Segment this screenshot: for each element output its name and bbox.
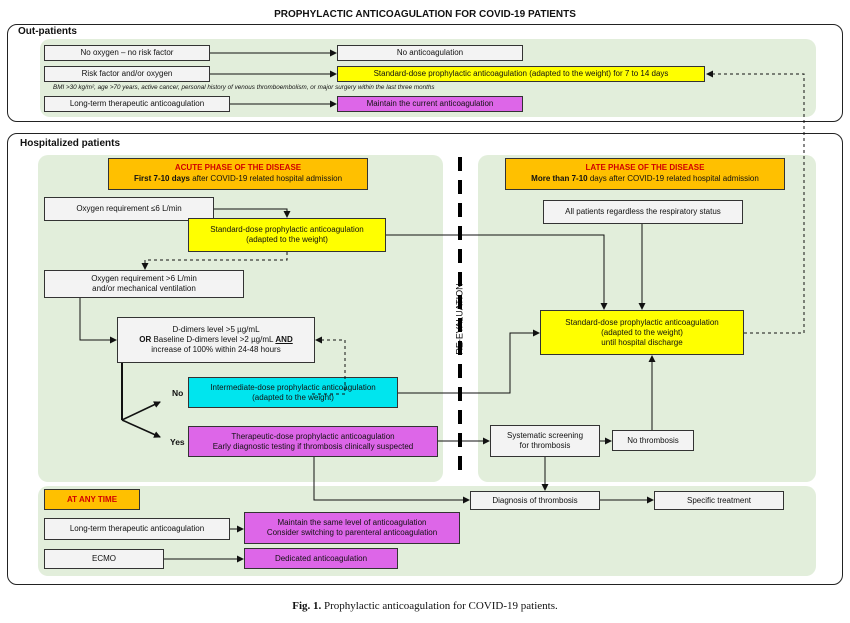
no-oxygen-box: No oxygen – no risk factor: [44, 45, 210, 61]
outpatients-label: Out-patients: [18, 26, 77, 37]
acute-phase-header: ACUTE PHASE OF THE DISEASE First 7-10 da…: [108, 158, 368, 190]
acute-phase-title: ACUTE PHASE OF THE DISEASE: [174, 163, 302, 172]
no-thrombosis-box: No thrombosis: [612, 430, 694, 451]
diagram-title: PROPHYLACTIC ANTICOAGULATION FOR COVID-1…: [274, 9, 576, 20]
standard-dose-7-14-box: Standard-dose prophylactic anticoagulati…: [337, 66, 705, 82]
acute-standard-dose-box: Standard-dose prophylactic anticoagulati…: [188, 218, 386, 252]
specific-treatment-box: Specific treatment: [654, 491, 784, 510]
arrow-oxygen-low-to-standard: [214, 208, 291, 218]
dedicated-anticoagulation-box: Dedicated anticoagulation: [244, 548, 398, 569]
risk-factor-note: BMI >30 kg/m², age >70 years, active can…: [53, 84, 435, 91]
arrow-acute-standard-to-late: [386, 234, 608, 310]
therapeutic-dose-box: Therapeutic-dose prophylactic anticoagul…: [188, 426, 438, 457]
intermediate-dose-box: Intermediate-dose prophylactic anticoagu…: [188, 377, 398, 408]
branch-yes: [121, 419, 161, 438]
outpatient-long-term-box: Long-term therapeutic anticoagulation: [44, 96, 230, 112]
dashed-feedback-outpatient: [706, 70, 805, 334]
dashed-deescalation: [312, 336, 346, 395]
figure-caption: Fig. 1. Prophylactic anticoagulation for…: [292, 600, 558, 612]
all-patients-box: All patients regardless the respiratory …: [543, 200, 743, 224]
risk-factor-box: Risk factor and/or oxygen: [44, 66, 210, 82]
d-dimers-box: D-dimers level >5 µg/mL OR Baseline D-di…: [117, 317, 315, 363]
oxygen-low-box: Oxygen requirement ≤6 L/min: [44, 197, 214, 221]
late-phase-header: LATE PHASE OF THE DISEASE More than 7-10…: [505, 158, 785, 190]
maintain-same-level-box: Maintain the same level of anticoagulati…: [244, 512, 460, 544]
diagnosis-thrombosis-box: Diagnosis of thrombosis: [470, 491, 600, 510]
late-phase-title: LATE PHASE OF THE DISEASE: [585, 163, 705, 172]
arrow-therapeutic-to-diagnosis: [313, 457, 470, 504]
no-branch-label: No: [172, 388, 184, 398]
maintain-current-box: Maintain the current anticoagulation: [337, 96, 523, 112]
any-time-header: AT ANY TIME: [44, 489, 140, 510]
hospitalized-label: Hospitalized patients: [20, 138, 121, 149]
branch-no: [121, 401, 161, 421]
arrow-oxygen-high-to-ddimer: [79, 298, 117, 344]
no-anticoagulation-box: No anticoagulation: [337, 45, 523, 61]
hospital-long-term-box: Long-term therapeutic anticoagulation: [44, 518, 230, 540]
late-standard-dose-box: Standard-dose prophylactic anticoagulati…: [540, 310, 744, 355]
arrow-intermediate-to-late: [398, 329, 540, 394]
acute-phase-subtitle: First 7-10 days after COVID-19 related h…: [133, 174, 343, 183]
yes-branch-label: Yes: [170, 437, 185, 447]
dashed-escalation: [141, 252, 288, 270]
ecmo-box: ECMO: [44, 549, 164, 569]
late-phase-subtitle: More than 7-10 days after COVID-19 relat…: [531, 174, 759, 183]
